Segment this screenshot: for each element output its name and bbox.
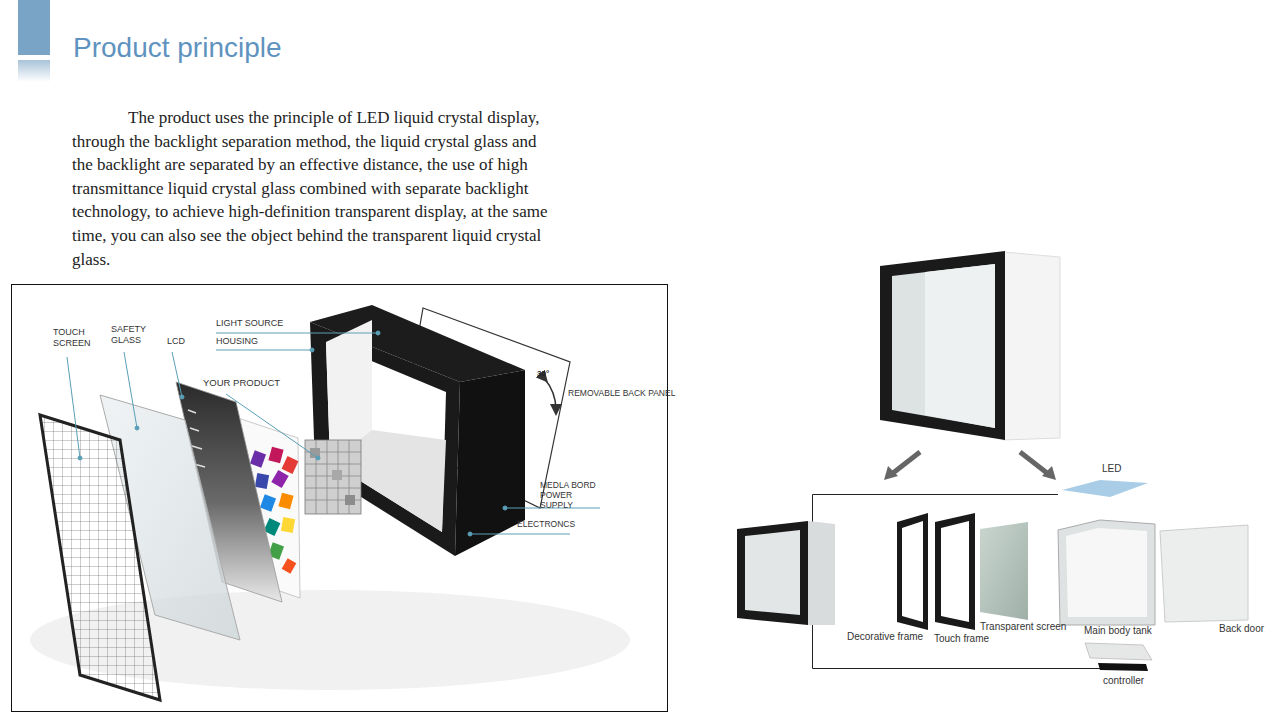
part-label: REMOVABLE BACK PANEL (568, 388, 675, 398)
part-label: LCD (167, 336, 185, 347)
explode-arrowhead (1042, 466, 1056, 480)
part-label: LED (1102, 463, 1121, 475)
bracket (813, 495, 1101, 669)
header-fade (18, 60, 50, 82)
controller-unit (1098, 663, 1148, 671)
part-label: TOUCH SCREEN (53, 327, 95, 349)
angle-label: 30° (537, 369, 549, 379)
part-label: Back door (1219, 623, 1264, 635)
touch-screen (40, 415, 160, 700)
part-label: SAFETY GLASS (111, 324, 153, 346)
touch-frame (897, 513, 975, 630)
leader-lines (67, 331, 600, 536)
main-body-tank (1058, 520, 1155, 625)
part-label: Main body tank (1084, 625, 1152, 637)
part-label: controller (1103, 675, 1144, 687)
controller-board (1085, 643, 1152, 660)
part-label: HOUSING (216, 336, 258, 347)
explode-arrowhead (884, 466, 898, 480)
decorative-frame (737, 521, 835, 625)
assembled-display (880, 251, 1060, 440)
back-door (1160, 525, 1248, 622)
body-text: The product uses the principle of LED li… (72, 106, 557, 271)
product-cube (305, 440, 361, 514)
part-label: ELECTRONCS (517, 519, 575, 529)
part-label: YOUR PRODUCT (203, 377, 280, 388)
housing-side (455, 370, 525, 556)
part-label: Touch frame (934, 633, 989, 645)
header-bar (18, 0, 50, 55)
rotation-arrow (544, 378, 556, 410)
part-label: LIGHT SOURCE (216, 318, 283, 329)
transparent-screen (980, 522, 1028, 620)
part-label: MEDLA BORD POWER SUPPLY (540, 480, 606, 511)
part-label: Transparent screen (980, 621, 1066, 633)
slide-title: Product principle (73, 30, 282, 66)
part-label: Decorative frame (847, 631, 923, 643)
explode-arrows (893, 452, 1047, 473)
led-strip (1062, 480, 1148, 497)
figure-frame (12, 285, 668, 712)
